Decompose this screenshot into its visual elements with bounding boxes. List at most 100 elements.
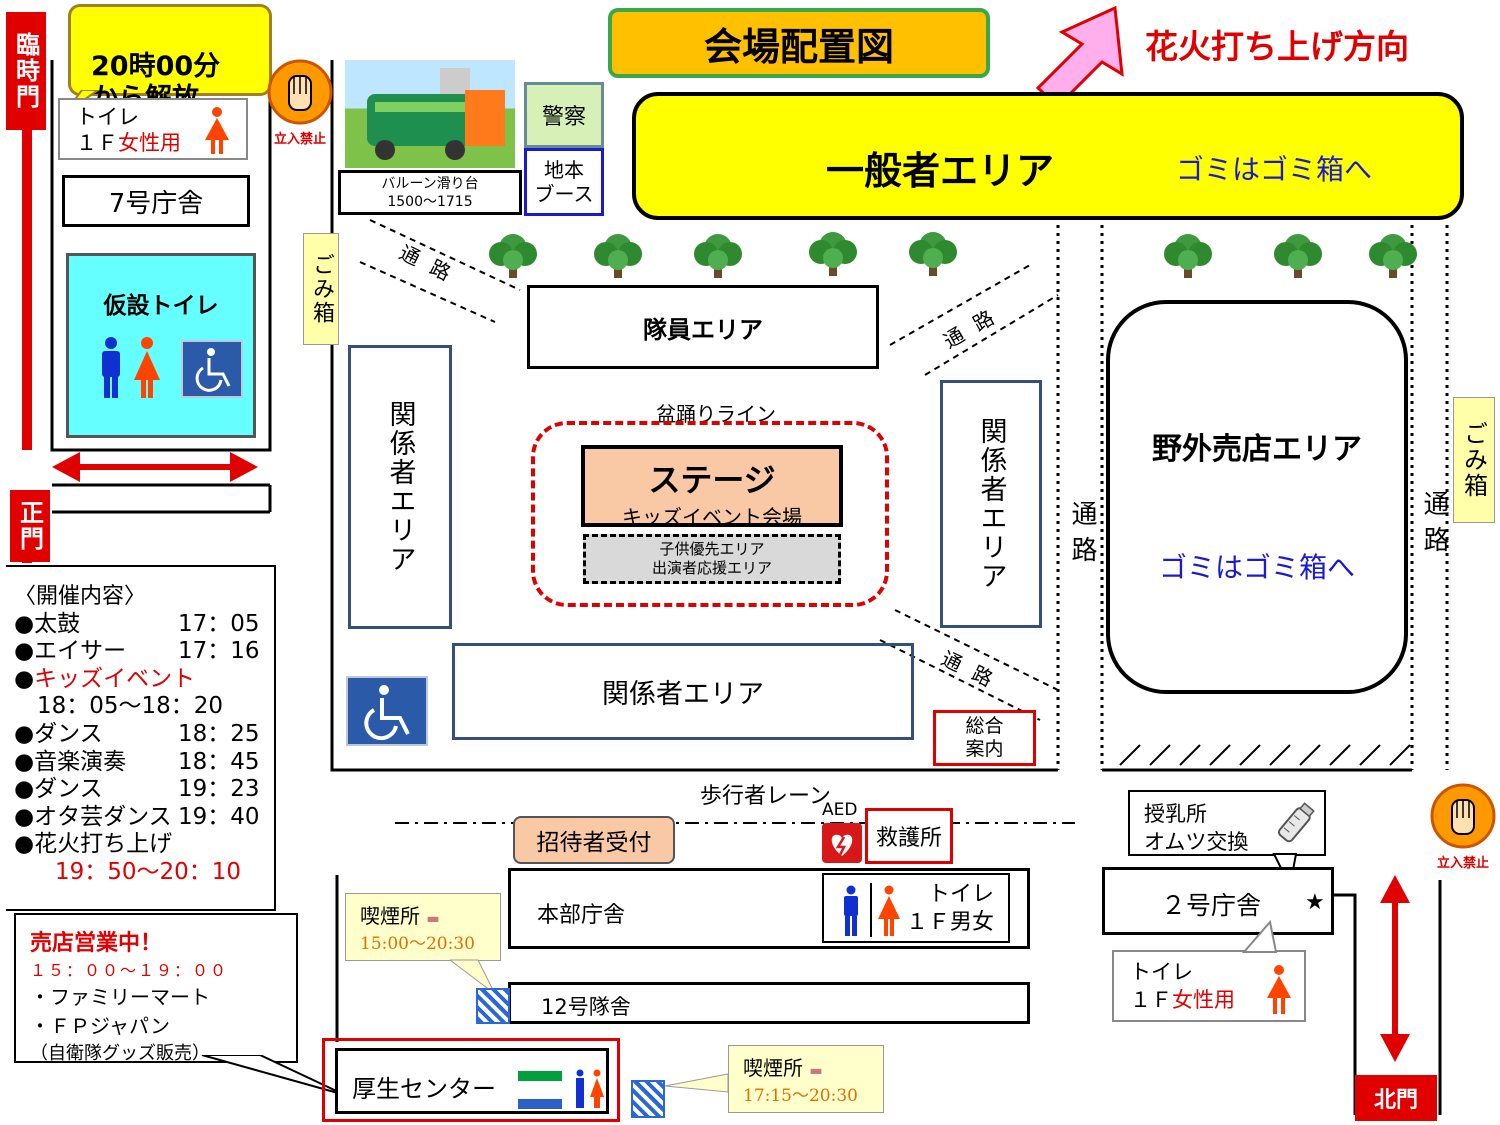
toilet-women-7-callout: トイレ １Ｆ女性用: [58, 98, 248, 160]
fireworks-direction-label: 花火打ち上げ方向: [1145, 27, 1409, 66]
aed-label: AED: [822, 800, 858, 820]
woman-icon: [590, 1069, 604, 1108]
hand-stop-icon: [1430, 783, 1496, 849]
tree-icon: [1274, 234, 1322, 278]
shop-notice-line: ・ファミリーマート: [30, 985, 210, 1009]
passage-label-5: 通路: [1419, 490, 1449, 562]
outdoor-shop-trash-note: ゴミはゴミ箱へ: [1158, 551, 1355, 584]
nursing-room[interactable]: 授乳所 オムツ交換: [1128, 790, 1326, 856]
walk-lane-label: 歩行者レーン: [700, 784, 831, 809]
jimoto-booth[interactable]: 地本 ブース: [524, 148, 604, 216]
baby-bottle-icon: [1277, 802, 1315, 843]
cigarette-icon: ▬: [426, 911, 440, 927]
toilet-hq[interactable]: トイレ １Ｆ男女: [822, 873, 1010, 943]
schedule-item: ●キッズイベント: [14, 665, 196, 692]
smoking-spot-1: [476, 988, 510, 1024]
general-area-trash-note: ゴミはゴミ箱へ: [1176, 153, 1373, 186]
smoking-area-2[interactable]: 喫煙所 ▬ 17:15～20:30: [728, 1045, 884, 1113]
temp-toilet-label: 仮設トイレ: [103, 293, 219, 319]
first-aid-station[interactable]: 救護所: [865, 808, 953, 864]
staff-area[interactable]: 隊員エリア: [527, 285, 879, 369]
building-12[interactable]: 12号隊舎: [508, 982, 1030, 1024]
balloon-slide-image: [367, 68, 505, 160]
shop-notice-pointer: [201, 1055, 346, 1096]
north-gate[interactable]: 北門: [1355, 1075, 1437, 1121]
temporary-gate[interactable]: 臨時門: [6, 12, 46, 130]
wheelchair-icon: [181, 340, 243, 398]
trash-box-right[interactable]: ごみ箱: [1453, 397, 1495, 523]
toilet-floor-label: １Ｆ女性用: [76, 131, 181, 155]
welfare-center-label: 厚生センター: [352, 1075, 496, 1103]
temp-toilet[interactable]: 仮設トイレ: [66, 253, 256, 438]
man-icon: [576, 1069, 584, 1108]
smoking-area-1[interactable]: 喫煙所 ▬ 15:00～20:30: [345, 893, 501, 961]
nursing-label: 授乳所: [1144, 802, 1207, 826]
tree-icon: [489, 234, 537, 278]
shop-notice-heading: 売店営業中！: [30, 931, 163, 956]
star-icon: ★: [1305, 890, 1325, 915]
shop-notice-line: ・ＦＰジャパン: [30, 1014, 170, 1038]
schedule-item: ●花火打ち上げ: [14, 831, 173, 858]
main-gate[interactable]: 正門: [10, 490, 50, 562]
outdoor-shop-area[interactable]: 野外売店エリア ゴミはゴミ箱へ: [1106, 300, 1408, 694]
aed-icon: [822, 823, 862, 863]
stage-title: ステージ: [648, 461, 776, 499]
woman-icon: [878, 885, 900, 936]
toilet-women-2-callout: トイレ １Ｆ女性用: [1112, 950, 1306, 1022]
stage-sub: キッズイベント会場: [622, 505, 802, 529]
no-entry-sign-right: 立入禁止: [1428, 782, 1498, 872]
nursing-sub-label: オムツ交換: [1144, 830, 1249, 854]
kids-area[interactable]: 子供優先エリア出演者応援エリア: [583, 534, 841, 584]
page-title: 会場配置図: [608, 8, 990, 78]
tree-icon: [694, 234, 742, 278]
smoking-time: 15:00～20:30: [360, 934, 475, 954]
toilet-label: トイレ: [76, 105, 139, 129]
no-entry-sign-left: 立入禁止: [265, 58, 335, 148]
building-7[interactable]: 7号庁舎: [62, 175, 250, 227]
welfare-center[interactable]: 厚生センター: [335, 1048, 609, 1114]
toilet-label: トイレ: [1130, 960, 1193, 984]
related-area-bottom[interactable]: 関係者エリア: [452, 643, 914, 740]
man-icon: [844, 885, 858, 936]
passage-label-4: 通路: [1067, 500, 1097, 572]
woman-icon: [134, 337, 160, 398]
smoking-pointer: [450, 959, 496, 995]
tree-icon: [594, 234, 642, 278]
shop-notice-hours: １５：００～１９：００: [30, 961, 229, 980]
woman-icon: [205, 107, 229, 154]
general-area: 一般者エリア ゴミはゴミ箱へ: [632, 92, 1464, 220]
building-12-label: 12号隊舎: [541, 995, 631, 1019]
info-desk[interactable]: 総合 案内: [933, 710, 1036, 766]
smoking-spot-2: [631, 1080, 665, 1118]
familymart-logo-icon: [518, 1071, 562, 1109]
stage[interactable]: ステージ キッズイベント会場: [581, 445, 843, 529]
woman-icon: [1267, 965, 1291, 1014]
tree-icon: [1164, 234, 1212, 278]
welfare-center-frame: [322, 1038, 620, 1122]
no-entry-label: 立入禁止: [1436, 856, 1489, 871]
trash-box-left[interactable]: ごみ箱: [303, 233, 339, 345]
toilet-label: トイレ: [928, 882, 995, 907]
building-2[interactable]: ２号庁舎 ★: [1102, 867, 1334, 935]
wheelchair-icon: [346, 676, 428, 746]
hand-stop-icon: [267, 59, 333, 125]
related-area-right[interactable]: 関係者エリア: [940, 380, 1042, 628]
tree-icon: [1369, 234, 1417, 278]
toilet-floor-label: １Ｆ女性用: [1130, 988, 1235, 1012]
outdoor-shop-label: 野外売店エリア: [1152, 432, 1362, 467]
police-booth[interactable]: 警察: [524, 82, 604, 148]
schedule-item: 18：05～18：20: [14, 693, 224, 720]
general-area-label: 一般者エリア: [826, 149, 1055, 193]
related-area-left[interactable]: 関係者エリア: [348, 345, 452, 629]
toilet-pointer: [1241, 920, 1278, 953]
guest-reception[interactable]: 招待者受付: [513, 816, 675, 864]
